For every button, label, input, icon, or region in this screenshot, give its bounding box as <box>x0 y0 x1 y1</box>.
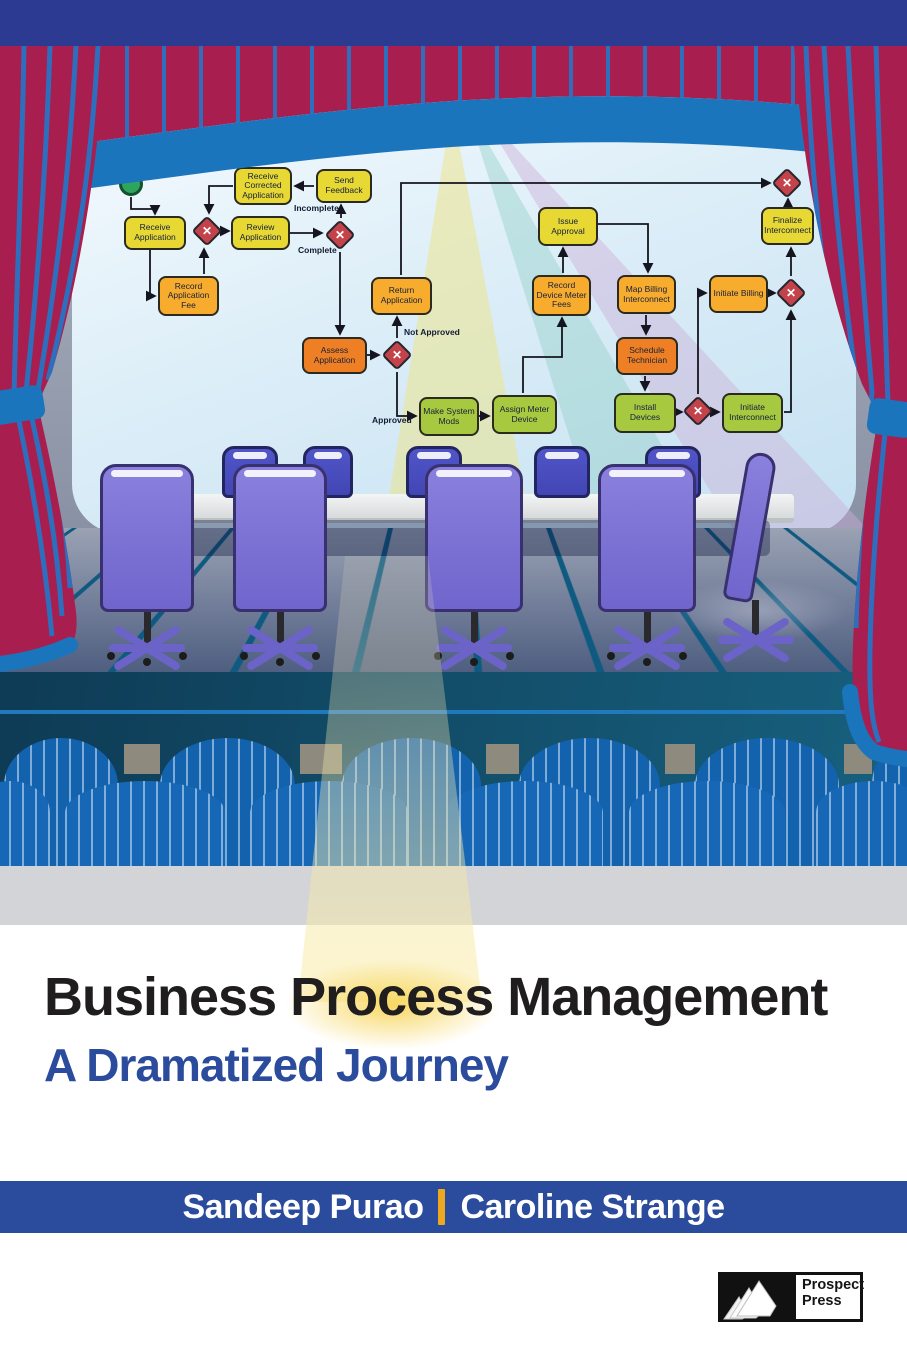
author-band: Sandeep Purao Caroline Strange <box>0 1181 907 1233</box>
logo-mountain-icon <box>718 1272 793 1322</box>
flow-gateway-install-to-task-initiate-billing <box>697 287 708 394</box>
stage-railing <box>0 710 907 714</box>
prospect-press-logo: Prospect Press <box>718 1272 865 1322</box>
book-subtitle: A Dramatized Journey <box>44 1039 509 1091</box>
book-title: Business Process Management <box>44 967 828 1027</box>
flow-gateway-approval-to-task-make-system-mods <box>396 372 418 422</box>
publisher-line1: Prospect <box>802 1277 865 1293</box>
publisher-line2: Press <box>802 1292 842 1309</box>
author-right: Caroline Strange <box>460 1187 725 1226</box>
flow-task-issue-approval-to-task-map-billing-interconnect <box>598 223 654 274</box>
flow-start-event-to-task-receive-application <box>130 197 161 216</box>
stage-front <box>0 672 907 868</box>
author-separator <box>438 1189 446 1225</box>
stage-floor <box>0 528 907 674</box>
auditorium-floor <box>0 866 907 925</box>
flow-task-return-application-to-gateway-end <box>400 177 772 275</box>
flow-task-receive-application-to-task-record-application-fee <box>146 250 157 302</box>
flow-task-initiate-interconnect-to-gateway-billing <box>784 309 797 413</box>
author-left: Sandeep Purao <box>182 1187 424 1226</box>
publisher-name: Prospect Press <box>793 1272 865 1322</box>
flow-task-receive-corrected-application-to-gateway-merge <box>203 185 233 215</box>
flow-task-assign-meter-device-to-task-record-device-meter-fees <box>522 316 568 393</box>
